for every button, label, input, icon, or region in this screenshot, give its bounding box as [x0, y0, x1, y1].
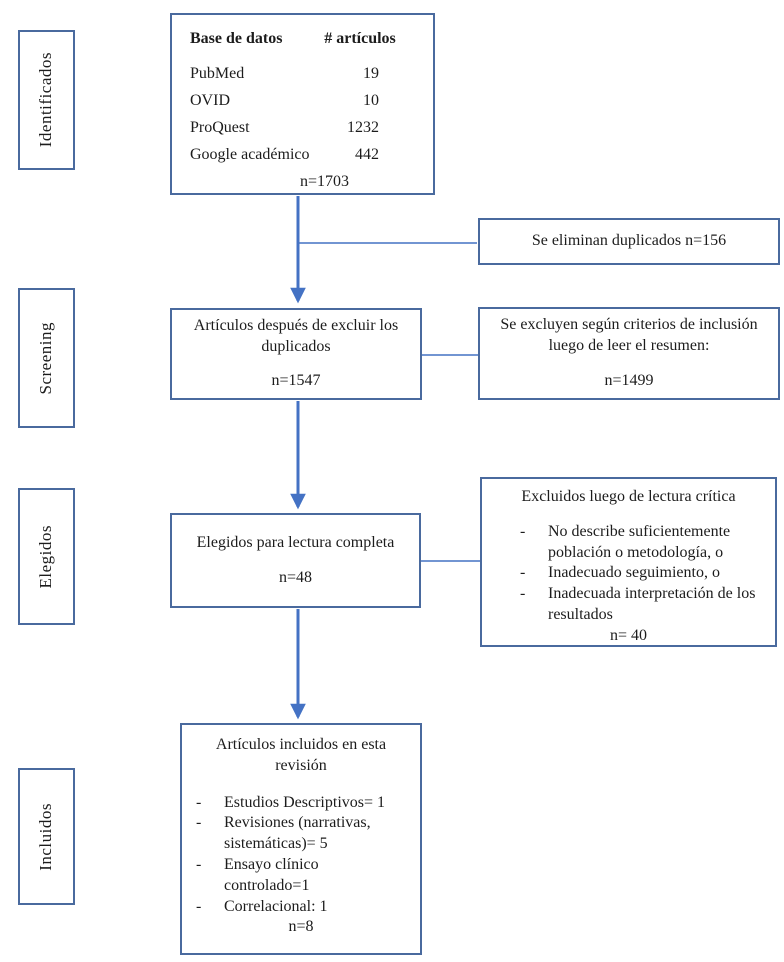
excluded-critical-box: Excluidos luego de lectura crítica - No …: [480, 477, 777, 647]
dash-marker: -: [196, 855, 202, 873]
sources-table-header: Base de datos # artículos: [190, 29, 415, 50]
stage-label-incluidos: Incluidos: [18, 768, 75, 905]
stage-label-text: Incluidos: [36, 802, 56, 871]
list-item: - No describe suficientemente población …: [520, 522, 761, 564]
included-box: Artículos incluidos en esta revisión - E…: [180, 723, 422, 955]
list-item: - Estudios Descriptivos= 1: [196, 793, 408, 814]
stage-label-text: Elegidos: [36, 524, 56, 589]
list-item: - Inadecuado seguimiento, o: [520, 563, 761, 584]
after-duplicates-text: Artículos después de excluir los duplica…: [193, 316, 399, 355]
dash-marker: -: [520, 522, 526, 540]
excluded-critical-title: Excluidos luego de lectura crítica: [521, 488, 736, 505]
list-item-text: Inadecuada interpretación de los resulta…: [548, 585, 756, 623]
list-item: - Revisiones (narrativas, sistemáticas)=…: [196, 813, 408, 855]
excluded-abstract-n: n=1499: [604, 371, 654, 389]
excluded-critical-list: - No describe suficientemente población …: [492, 522, 765, 626]
dash-marker: -: [520, 564, 526, 582]
table-row: PubMed 19: [190, 60, 415, 87]
header-source: Base de datos: [190, 30, 283, 47]
identification-total: n=1703: [299, 172, 350, 190]
source-name: PubMed: [190, 64, 245, 82]
duplicates-removed-box: Se eliminan duplicados n=156: [478, 218, 780, 265]
full-reading-box: Elegidos para lectura completa n=48: [170, 513, 421, 608]
after-duplicates-box: Artículos después de excluir los duplica…: [170, 308, 422, 400]
dash-marker: -: [196, 897, 202, 915]
list-item-text: Revisiones (narrativas, sistemáticas)= 5: [224, 814, 371, 853]
stage-label-text: Screening: [36, 321, 56, 395]
included-title: Artículos incluidos en esta revisión: [215, 736, 387, 774]
stage-label-screening: Screening: [18, 288, 75, 428]
excluded-critical-n: n= 40: [609, 626, 648, 644]
source-count: 19: [363, 64, 379, 82]
identification-sources-box: Base de datos # artículos PubMed 19 OVID…: [170, 13, 435, 195]
stage-label-identificados: Identificados: [18, 30, 75, 170]
full-reading-n: n=48: [278, 568, 313, 586]
table-row: Google académico 442: [190, 141, 415, 168]
header-count: # artículos: [324, 30, 396, 47]
list-item-text: No describe suficientemente población o …: [548, 522, 731, 561]
duplicates-removed-text: Se eliminan duplicados n=156: [531, 232, 727, 250]
list-item: - Correlacional: 1: [196, 897, 408, 918]
excluded-abstract-text: Se excluyen según criterios de inclusión…: [500, 316, 758, 355]
list-item-text: Correlacional: 1: [224, 897, 328, 915]
full-reading-text: Elegidos para lectura completa: [196, 533, 395, 551]
stage-label-elegidos: Elegidos: [18, 488, 75, 625]
list-item: - Inadecuada interpretación de los resul…: [520, 584, 761, 626]
stage-label-text: Identificados: [36, 52, 56, 148]
source-count: 10: [363, 91, 379, 109]
source-name: OVID: [190, 91, 230, 109]
table-row: ProQuest 1232: [190, 114, 415, 141]
source-name: Google académico: [190, 145, 310, 163]
excluded-abstract-box: Se excluyen según criterios de inclusión…: [478, 307, 780, 400]
dash-marker: -: [196, 793, 202, 811]
list-item: - Ensayo clínico controlado=1: [196, 855, 408, 897]
included-n: n=8: [288, 918, 314, 936]
source-name: ProQuest: [190, 118, 250, 136]
list-item-text: Inadecuado seguimiento, o: [548, 564, 720, 582]
included-list: - Estudios Descriptivos= 1 - Revisiones …: [192, 793, 410, 918]
list-item-text: Estudios Descriptivos= 1: [224, 793, 386, 811]
dash-marker: -: [520, 585, 526, 603]
source-count: 1232: [347, 118, 379, 136]
after-duplicates-n: n=1547: [271, 372, 321, 390]
table-row: OVID 10: [190, 87, 415, 114]
list-item-text: Ensayo clínico controlado=1: [224, 855, 319, 894]
source-count: 442: [355, 145, 379, 163]
dash-marker: -: [196, 814, 202, 832]
